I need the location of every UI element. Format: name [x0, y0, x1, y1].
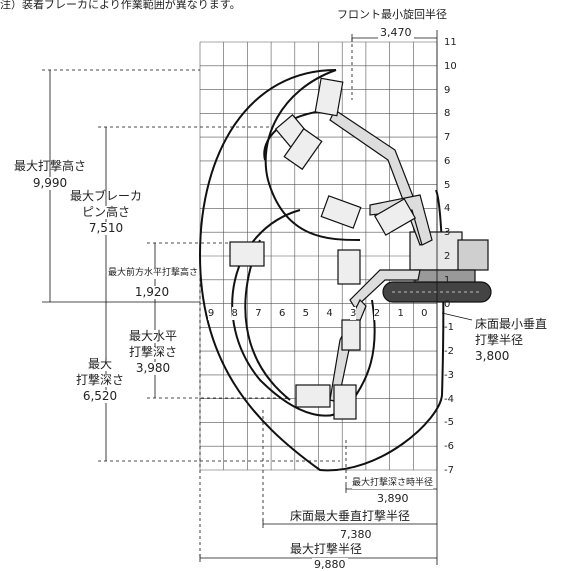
max-strike-radius-value: 9,880 [312, 558, 348, 571]
max-strike-depth-label-2: 打撃深さ [70, 374, 130, 387]
breaker-10 [341, 319, 361, 351]
breaker-4 [320, 195, 362, 229]
note-text: 注）装着ブレーカにより作業範囲が異なります。 [0, 0, 241, 11]
bottom-row-tick: 4 [326, 307, 333, 320]
max-strike-height-value: 9,990 [12, 177, 88, 190]
breaker-9 [295, 384, 331, 408]
right-axis-tick: 1 [444, 274, 451, 286]
max-depth-radius-label: 最大打撃深さ時半径 [352, 478, 434, 489]
front-min-swing-value: 3,470 [378, 26, 414, 39]
breaker-7 [337, 249, 361, 285]
max-strike-depth-label-1: 最大 [70, 358, 130, 371]
boom-mid [369, 194, 433, 246]
right-axis-tick: 4 [444, 203, 451, 215]
right-axis-tick: 7 [444, 132, 451, 144]
right-axis-tick: -7 [444, 465, 454, 476]
breaker-8 [333, 384, 357, 420]
breakers [229, 77, 417, 420]
max-strike-height-label: 最大打撃高さ [13, 159, 86, 173]
max-pin-height-label-1: 最大ブレーカ [69, 189, 142, 203]
max-strike-depth-value: 6,520 [70, 390, 130, 403]
breaker-5 [373, 198, 417, 236]
bottom-row-tick: 9 [207, 307, 215, 320]
max-horizontal-depth-value: 3,980 [115, 362, 191, 375]
max-forward-horizontal-value: 1,920 [120, 286, 184, 299]
floor-max-vertical-value: 7,380 [338, 528, 374, 541]
bottom-row-tick: 5 [302, 307, 310, 320]
breaker-6 [229, 241, 265, 267]
floor-min-vertical-value: 3,800 [475, 349, 510, 363]
bottom-row-tick: 3 [350, 307, 357, 320]
right-axis-tick: -6 [444, 441, 454, 453]
front-min-swing-label: フロント最小旋回半径 [337, 8, 447, 21]
breaker-3 [283, 127, 323, 171]
bottom-row-tick: 2 [373, 307, 381, 320]
right-axis-tick: 5 [444, 179, 451, 191]
counterweight [457, 239, 489, 271]
right-axis-tick: 6 [444, 155, 451, 167]
max-horizontal-depth-label-1: 最大水平 [115, 330, 191, 343]
max-forward-horizontal-label: 最大前方水平打撃高さ [108, 268, 199, 279]
right-axis-tick: -3 [444, 369, 454, 381]
bottom-row-tick: 1 [397, 307, 404, 320]
floor-min-vertical-label-2: 打撃半径 [475, 333, 524, 347]
inner-envelope-1 [264, 69, 361, 241]
bottom-row-tick: 7 [255, 307, 262, 320]
right-axis-tick: -1 [444, 322, 454, 334]
right-axis-tick: 11 [444, 37, 457, 48]
bottom-row-tick: 6 [278, 307, 286, 320]
floor-min-vertical-label-1: 床面最小垂直 [475, 317, 548, 331]
inner-envelope-2 [231, 209, 346, 417]
max-depth-radius-value: 3,890 [375, 492, 411, 505]
breaker-1 [314, 77, 344, 117]
right-axis-tick: -2 [444, 346, 454, 358]
right-axis-tick: 8 [444, 108, 451, 120]
right-axis-tick: 3 [444, 227, 451, 239]
floor-max-vertical-label: 床面最大垂直打撃半径 [290, 509, 411, 523]
max-strike-radius-label: 最大打撃半径 [290, 542, 363, 556]
right-axis-tick: 10 [444, 60, 457, 72]
right-axis-tick: 2 [444, 251, 451, 262]
bottom-row-tick: 0 [421, 307, 428, 320]
bottom-row-tick: 8 [231, 307, 238, 320]
right-axis-tick: 0 [444, 298, 451, 310]
max-pin-height-label-2: ピン高さ [68, 206, 144, 219]
right-axis-tick: 9 [444, 84, 451, 96]
max-horizontal-depth-label-2: 打撃深さ [115, 346, 191, 359]
right-axis-tick: -5 [444, 417, 454, 429]
right-axis-tick: -4 [444, 393, 454, 405]
max-pin-height-value: 7,510 [68, 222, 144, 235]
